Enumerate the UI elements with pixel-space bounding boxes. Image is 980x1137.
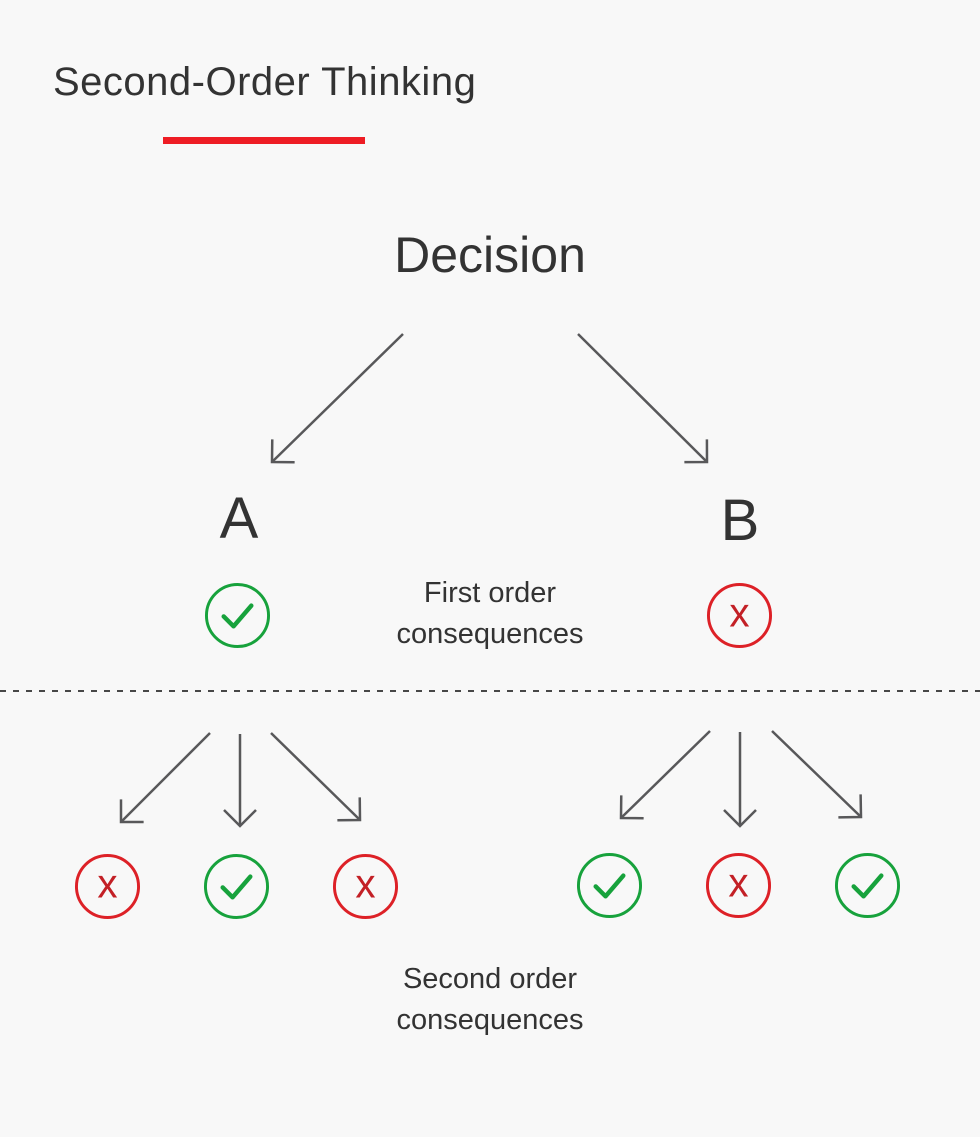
branch-a-first-order-result: [204, 582, 271, 649]
svg-text:x: x: [355, 860, 375, 906]
arrow-decision-to-b: [577, 333, 709, 464]
check-circle-icon: [203, 853, 270, 920]
check-circle-icon: [834, 852, 901, 919]
second-order-caption-line1: Second order: [402, 963, 578, 995]
second-order-caption-line2: consequences: [396, 1004, 584, 1036]
x-circle-icon: x: [705, 852, 772, 919]
first-order-caption-line1: First order: [423, 577, 557, 609]
check-circle-icon: [576, 852, 643, 919]
arrow-a-to-right: [270, 732, 362, 822]
arrow-a-to-left: [119, 732, 211, 824]
branch-b-label: B: [720, 488, 760, 553]
first-order-caption: First order consequences: [396, 573, 583, 655]
page-title: Second-Order Thinking: [53, 60, 477, 104]
first-order-caption-line2: consequences: [396, 618, 584, 650]
svg-text:x: x: [729, 589, 749, 635]
x-circle-icon: x: [332, 853, 399, 920]
branch-b-first-order-result: x: [706, 582, 773, 649]
x-circle-icon: x: [74, 853, 141, 920]
title-underline: [163, 137, 365, 144]
arrow-decision-to-a: [270, 333, 404, 464]
branch-a-label: A: [219, 486, 259, 551]
branch-b-second-order-results: x: [576, 852, 901, 919]
x-circle-icon: x: [706, 582, 773, 649]
arrow-b-to-left: [619, 730, 711, 820]
second-order-caption: Second order consequences: [396, 959, 583, 1041]
decision-node: Decision: [394, 227, 586, 283]
svg-text:x: x: [728, 859, 748, 905]
arrow-b-to-right: [771, 730, 863, 819]
check-circle-icon: [204, 582, 271, 649]
svg-text:x: x: [97, 860, 117, 906]
